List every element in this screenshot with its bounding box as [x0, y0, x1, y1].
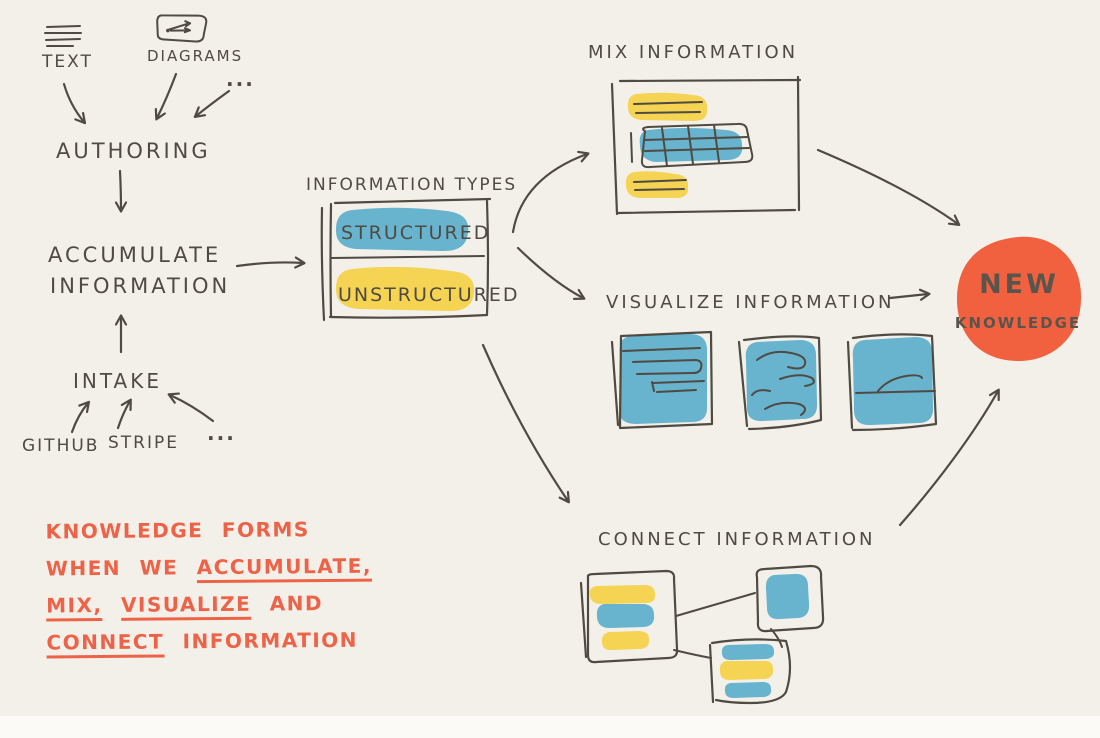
visualize-title: VISUALIZE INFORMATION: [606, 292, 894, 313]
new-knowledge-node: NEW KNOWLEDGE: [955, 236, 1082, 362]
arrow-connect-to-newknowledge: [898, 388, 1000, 527]
arrow-github-to-intake: [70, 400, 91, 434]
arrow-authoring-to-accumulate: [114, 169, 128, 213]
new-knowledge-circle: [956, 236, 1082, 362]
connect-link-topright-bottom: [770, 628, 783, 648]
accumulate-label-line1: ACCUMULATE: [48, 243, 221, 267]
unstructured-highlight: [335, 266, 475, 312]
accumulate-label-line2: INFORMATION: [50, 274, 230, 298]
arrow-diagrams-to-authoring: [154, 72, 178, 121]
visualize-card-list: [610, 330, 714, 430]
source-text-label: TEXT: [41, 52, 93, 72]
arrow-more-to-intake: [167, 392, 215, 423]
arrow-infotypes-to-connect: [481, 343, 570, 504]
connect-link-left-bottom: [673, 649, 712, 659]
connect-node-top-right: [755, 564, 825, 633]
authoring-label: AUTHORING: [56, 139, 211, 163]
arrow-infotypes-to-visualize: [516, 246, 586, 300]
arrow-text-to-authoring: [62, 82, 87, 125]
structured-highlight: [335, 207, 469, 252]
mix-box: [610, 75, 802, 216]
text-icon: [44, 25, 82, 47]
caption-word-visualize: VISUALIZE: [120, 591, 252, 621]
new-knowledge-line2: KNOWLEDGE: [955, 314, 1081, 332]
connect-title: CONNECT INFORMATION: [598, 529, 876, 550]
connect-node-bottom: [708, 638, 792, 705]
new-knowledge-line1: NEW: [979, 269, 1059, 300]
arrow-visualize-to-newknowledge: [888, 288, 931, 301]
caption-word-knowledge: KNOWLEDGE: [45, 518, 204, 544]
caption-word-and: AND: [269, 591, 324, 616]
info-types-structured: STRUCTURED: [341, 222, 490, 244]
arrow-infotypes-to-mix: [511, 150, 590, 234]
caption-word-when: WHEN: [45, 555, 122, 581]
source-diagrams-label: DIAGRAMS: [147, 47, 243, 65]
visualize-card-chart: [846, 333, 938, 432]
intake-stripe-label: STRIPE: [108, 433, 179, 453]
caption-block: KNOWLEDGE FORMS WHEN WE ACCUMULATE, MIX,…: [45, 511, 386, 662]
caption-word-mix: MIX,: [46, 592, 103, 622]
caption-line-1: KNOWLEDGE FORMS: [45, 511, 385, 551]
caption-word-forms: FORMS: [221, 517, 310, 542]
arrow-accumulate-to-infotypes: [235, 256, 306, 269]
info-types-box: STRUCTURED UNSTRUCTURED: [320, 197, 520, 322]
mix-title: MIX INFORMATION: [588, 42, 798, 63]
intake-label: INTAKE: [73, 369, 162, 393]
arrow-stripe-to-intake: [116, 398, 132, 430]
diagrams-icon: [156, 14, 208, 43]
caption-word-connect: CONNECT: [46, 629, 165, 659]
arrow-mix-to-newknowledge: [816, 148, 961, 226]
visualize-card-blobs: [737, 335, 823, 431]
caption-word-accumulate: ACCUMULATE,: [196, 553, 373, 584]
page-bottom-margin: [0, 716, 1100, 738]
info-types-divider: [330, 255, 485, 259]
connect-link-left-topright: [675, 592, 756, 617]
arrow-more-to-authoring: [193, 89, 231, 119]
caption-line-4: CONNECT INFORMATION: [46, 622, 386, 662]
caption-line-2: WHEN WE ACCUMULATE,: [46, 548, 386, 588]
caption-line-3: MIX, VISUALIZE AND: [46, 585, 386, 625]
connect-node-left: [579, 569, 679, 664]
info-types-unstructured: UNSTRUCTURED: [338, 284, 520, 306]
caption-word-we: WE: [139, 555, 179, 580]
caption-word-information: INFORMATION: [182, 627, 359, 654]
intake-ellipsis: ...: [207, 421, 236, 445]
info-types-title: INFORMATION TYPES: [306, 175, 517, 195]
sources-ellipsis: ...: [226, 67, 255, 91]
intake-github-label: GITHUB: [22, 436, 99, 456]
